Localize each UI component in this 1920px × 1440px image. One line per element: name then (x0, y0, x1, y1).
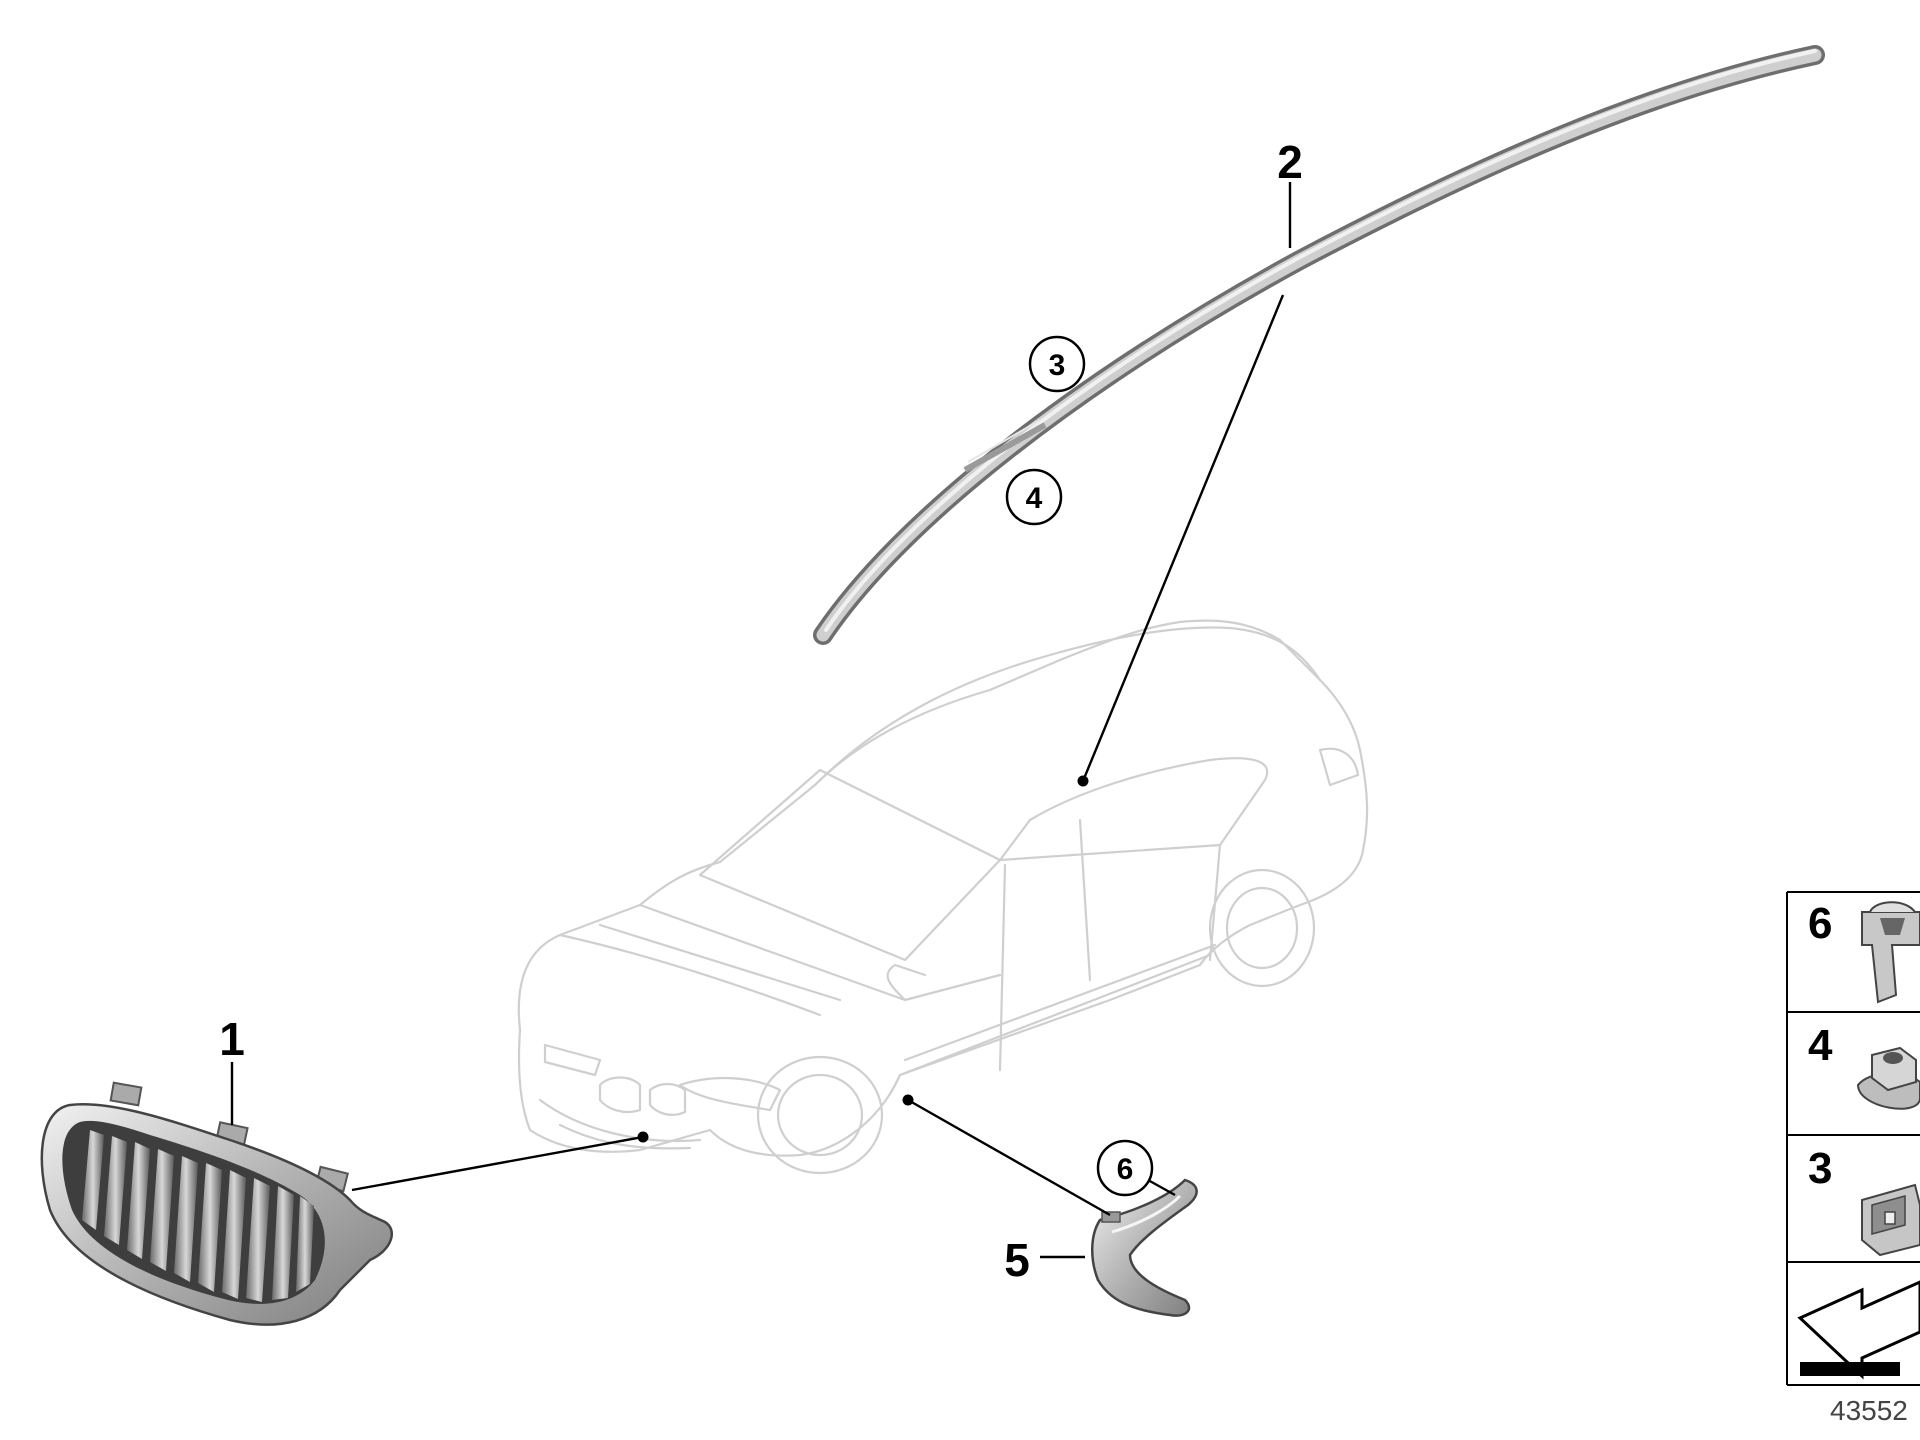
fastener-legend: 6 4 3 (1786, 891, 1920, 1386)
callout-6-circle: 6 (1096, 1139, 1154, 1197)
protective-film-arrow-icon (1797, 1280, 1920, 1380)
legend-row-4: 4 (1808, 1021, 1920, 1110)
callout-4-circle: 4 (1005, 468, 1063, 526)
svg-text:6: 6 (1117, 1153, 1134, 1186)
svg-text:4: 4 (1808, 1021, 1833, 1070)
legend-row-film (1797, 1280, 1920, 1380)
callout-labels: 1 2 5 3 4 6 (219, 136, 1303, 1286)
roof-moulding (813, 45, 1825, 645)
kidney-grille (40, 1081, 394, 1326)
flange-nut-icon (1856, 1046, 1920, 1110)
diagram-reference-id: 43552 (1830, 1395, 1908, 1426)
expanding-rivet-icon (1861, 901, 1920, 1004)
legend-row-6: 6 (1808, 899, 1920, 1004)
svg-text:6: 6 (1808, 899, 1832, 948)
callout-1: 1 (219, 1013, 245, 1065)
side-trim-gill (1091, 1178, 1198, 1317)
svg-text:3: 3 (1049, 349, 1066, 382)
svg-text:4: 4 (1026, 482, 1043, 515)
callout-2: 2 (1277, 136, 1303, 188)
svg-text:3: 3 (1808, 1144, 1832, 1193)
leader-lines (230, 182, 1292, 1259)
car-outline (517, 619, 1369, 1175)
clip-icon (1861, 1183, 1920, 1257)
callout-3-circle: 3 (1028, 335, 1086, 393)
legend-row-3: 3 (1808, 1144, 1920, 1257)
callout-5: 5 (1004, 1234, 1030, 1286)
